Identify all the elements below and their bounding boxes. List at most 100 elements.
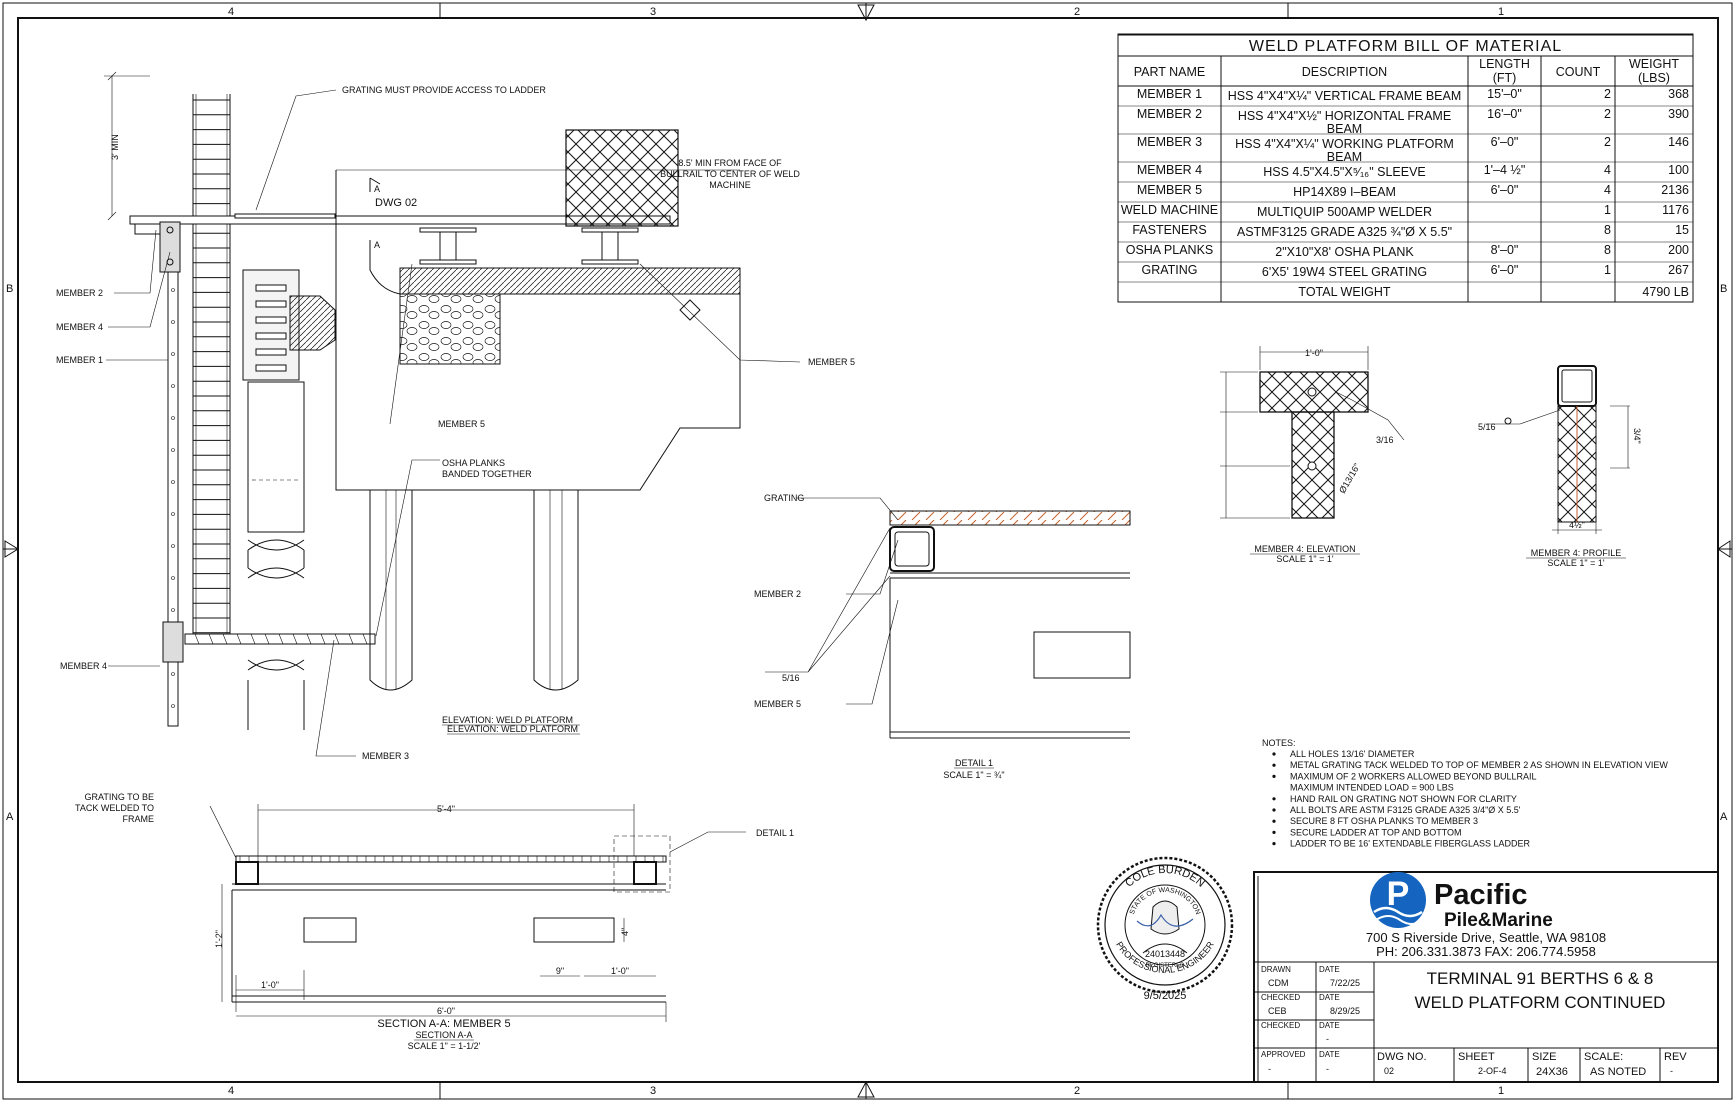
member4-elevation: 1'-0" 3/16 Ø13/16" MEMBER 4: ELEVATION S… (1220, 346, 1405, 564)
bom-length: 6'–0" (1491, 183, 1519, 197)
bom-length: 16'–0" (1487, 107, 1522, 121)
col-label: 4 (228, 1085, 234, 1097)
checked-value: CEB (1268, 1006, 1287, 1016)
col-label: 1 (1498, 1085, 1504, 1097)
note-bullet (1272, 830, 1276, 835)
detail-1: GRATING MEMBER 2 MEMBER 5 5/16 DETAIL 1 … (754, 493, 1131, 780)
d1-scale: SCALE 1" = ¾" (943, 770, 1004, 780)
bolt-hole (171, 352, 175, 356)
plank-tick (320, 633, 326, 645)
col-label: 3 (650, 1085, 656, 1097)
section-cut-a2: A (374, 240, 380, 250)
checked-date-label: DATE (1319, 993, 1340, 1002)
note-item: METAL GRATING TACK WELDED TO TOP OF MEMB… (1290, 760, 1668, 770)
sheet-label: SHEET (1458, 1051, 1495, 1063)
member3-label: MEMBER 3 (362, 751, 409, 761)
m4-dim-top: 1'-0" (1305, 348, 1323, 358)
plank-tick (250, 633, 256, 645)
bom-count: 1 (1604, 263, 1611, 277)
col-label: 3 (650, 6, 656, 18)
m4e-caption: MEMBER 4: ELEVATION (1254, 544, 1355, 554)
sleeve-bolt (255, 364, 287, 372)
plank-tick (236, 633, 242, 645)
bom-part: OSHA PLANKS (1126, 243, 1214, 257)
drawn-label: DRAWN (1261, 965, 1291, 974)
sleeve-pile (242, 269, 336, 730)
company-name-2: Pile&Marine (1444, 910, 1553, 931)
bom-desc: BEAM (1327, 150, 1362, 164)
bolt-hole (171, 448, 175, 452)
checked-label: CHECKED (1261, 993, 1300, 1002)
m4p-dim: 3/4" (1632, 428, 1642, 444)
bom-weight: 15 (1675, 223, 1689, 237)
member5a-label: MEMBER 5 (438, 419, 485, 429)
member5b-label: MEMBER 5 (808, 357, 855, 367)
bom-header: (LBS) (1638, 71, 1670, 85)
bom-header: PART NAME (1134, 65, 1206, 79)
col-label: 2 (1074, 6, 1080, 18)
checked2-date-label: DATE (1319, 1021, 1340, 1030)
drawn-date: 7/22/25 (1330, 978, 1360, 988)
company-phone: PH: 206.331.3873 FAX: 206.774.5958 (1376, 944, 1596, 959)
ladder (192, 94, 231, 638)
elevation-caption-2: ELEVATION: WELD PLATFORM (447, 724, 578, 734)
plank-tick (362, 633, 368, 645)
bom-part: MEMBER 5 (1137, 183, 1202, 197)
drawn-value: CDM (1268, 978, 1289, 988)
member4-profile: 3/4" 4½" 5/16 MEMBER 4: PROFILE SCALE 1"… (1478, 365, 1642, 568)
sec-sub: SECTION A-A (415, 1030, 472, 1040)
bolt-hole (171, 320, 175, 324)
sec-dim-60: 6'-0" (437, 1006, 455, 1016)
bom-header: LENGTH (1479, 57, 1530, 71)
seal-name: COLE BURDEN (1123, 864, 1207, 890)
bom-header: WEIGHT (1629, 57, 1679, 71)
bom-count: 2 (1604, 135, 1611, 149)
col-label: 2 (1074, 1085, 1080, 1097)
scale-value: AS NOTED (1590, 1066, 1646, 1078)
m4-hole: Ø13/16" (1337, 462, 1362, 495)
m4p-dim-bot: 4½" (1569, 520, 1585, 530)
col-label: 1 (1498, 6, 1504, 18)
sleeve-bolt (255, 316, 287, 324)
bolt-hole (171, 416, 175, 420)
company-name-1: Pacific (1434, 879, 1528, 911)
size-label: SIZE (1532, 1051, 1556, 1063)
m4-weld: 3/16 (1376, 435, 1394, 445)
bom-part: GRATING (1141, 263, 1197, 277)
bom-desc: HP14X89 I–BEAM (1293, 185, 1396, 199)
note-item: MAXIMUM OF 2 WORKERS ALLOWED BEYOND BULL… (1290, 771, 1537, 781)
bom-weight: 267 (1668, 263, 1689, 277)
note-bullet (1272, 797, 1276, 801)
m4p-weld: 5/16 (1478, 422, 1496, 432)
bolt-hole (171, 512, 175, 516)
plank-tick (264, 633, 270, 645)
scale-label: SCALE: (1584, 1051, 1623, 1063)
plank-tick (194, 633, 200, 645)
bom-desc: HSS 4"X4"X¼" WORKING PLATFORM (1235, 137, 1454, 151)
d1-member2-label: MEMBER 2 (754, 589, 801, 599)
note-item: ALL BOLTS ARE ASTM F3125 GRADE A325 3/4"… (1290, 805, 1521, 815)
d1-member5-label: MEMBER 5 (754, 699, 801, 709)
sheet-value: 2-OF-4 (1478, 1066, 1507, 1076)
m4p-caption: MEMBER 4: PROFILE (1531, 548, 1622, 558)
bom-count: 4 (1604, 183, 1611, 197)
bom-header: (FT) (1493, 71, 1517, 85)
seal-registered: REGISTERED (1145, 963, 1185, 969)
d1-caption: DETAIL 1 (955, 758, 993, 768)
bom-count: 1 (1604, 203, 1611, 217)
bom-part: WELD MACHINE (1121, 203, 1218, 217)
sleeve-bolt (255, 332, 287, 340)
note-bullet (1272, 842, 1276, 846)
sleeve-bolt (255, 284, 287, 292)
dwg-ref: DWG 02 (375, 197, 417, 209)
row-label: B (6, 283, 13, 295)
bom-desc: 6'X5' 19W4 STEEL GRATING (1262, 265, 1427, 279)
seal-number: 24013448 (1145, 949, 1185, 959)
bom-desc: 2"X10"X8' OSHA PLANK (1275, 245, 1414, 259)
d1-grating-label: GRATING (764, 493, 804, 503)
